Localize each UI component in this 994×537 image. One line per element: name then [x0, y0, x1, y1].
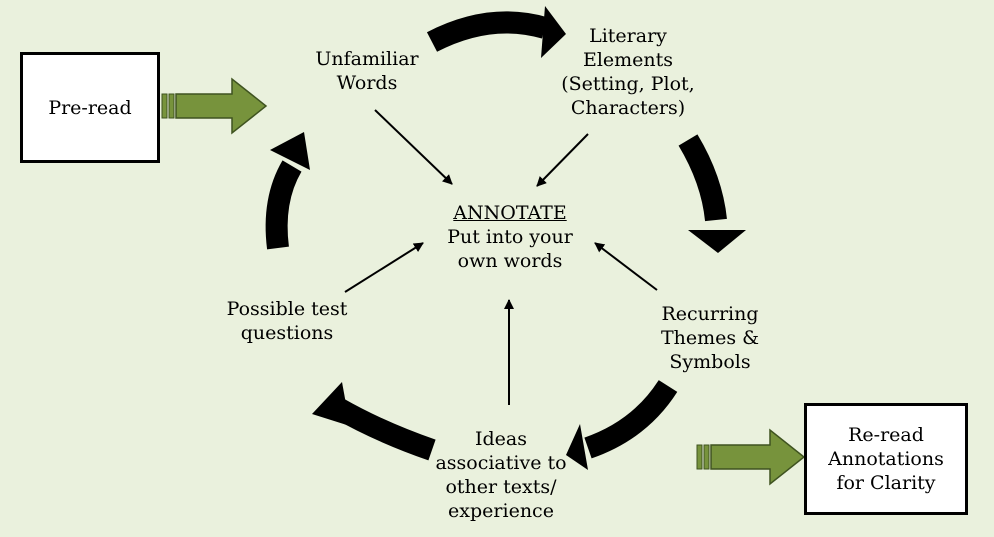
recurring-line-2: Themes &	[660, 327, 760, 349]
unfamiliar-line-1: Unfamiliar	[315, 48, 419, 70]
cycle-arrow-top	[426, 6, 566, 58]
questions-line-2: questions	[240, 322, 334, 344]
pre-read-label: Pre-read	[48, 96, 132, 119]
ideas-line-4: experience	[448, 500, 554, 522]
literary-line-4: Characters)	[570, 97, 686, 119]
pre-read-box: Pre-read	[20, 52, 160, 163]
node-ideas-associative: Ideas associative to other texts/ experi…	[418, 427, 584, 523]
node-unfamiliar-words: Unfamiliar Words	[292, 47, 442, 95]
cycle-arrow-bottom-right	[566, 379, 678, 470]
ideas-line-2: associative to	[435, 452, 567, 474]
literary-line-3: (Setting, Plot,	[561, 73, 695, 95]
re-read-line-2: Annotations	[828, 448, 944, 470]
annotate-heading: ANNOTATE	[453, 202, 567, 224]
literary-line-1: Literary	[589, 25, 667, 47]
center-line-1: Put into your	[447, 226, 573, 248]
questions-line-1: Possible test	[226, 298, 348, 320]
green-arrow-pre-read	[161, 77, 268, 135]
unfamiliar-line-2: Words	[336, 72, 398, 94]
center-line-2: own words	[457, 250, 563, 272]
re-read-line-1: Re-read	[848, 424, 924, 446]
green-arrow-re-read	[696, 428, 806, 486]
cycle-arrow-bottom-left	[312, 382, 436, 461]
node-literary-elements: Literary Elements (Setting, Plot, Charac…	[548, 24, 708, 120]
literary-line-2: Elements	[582, 49, 674, 71]
cycle-arrow-right	[678, 134, 746, 253]
re-read-box: Re-read Annotations for Clarity	[804, 403, 968, 515]
recurring-line-3: Symbols	[669, 351, 751, 373]
cycle-arrow-left	[265, 132, 310, 250]
center-annotate: ANNOTATE Put into your own words	[420, 201, 600, 273]
re-read-line-3: for Clarity	[836, 472, 936, 494]
arrow-questions-to-center	[344, 242, 424, 293]
node-recurring-themes: Recurring Themes & Symbols	[640, 302, 780, 374]
ideas-line-1: Ideas	[475, 428, 527, 450]
node-possible-questions: Possible test questions	[210, 297, 364, 345]
arrow-recurring-to-center	[594, 242, 658, 291]
arrow-unfamiliar-to-center	[374, 109, 453, 185]
arrow-literary-to-center	[536, 133, 589, 187]
recurring-line-1: Recurring	[661, 303, 759, 325]
ideas-line-3: other texts/	[445, 476, 557, 498]
